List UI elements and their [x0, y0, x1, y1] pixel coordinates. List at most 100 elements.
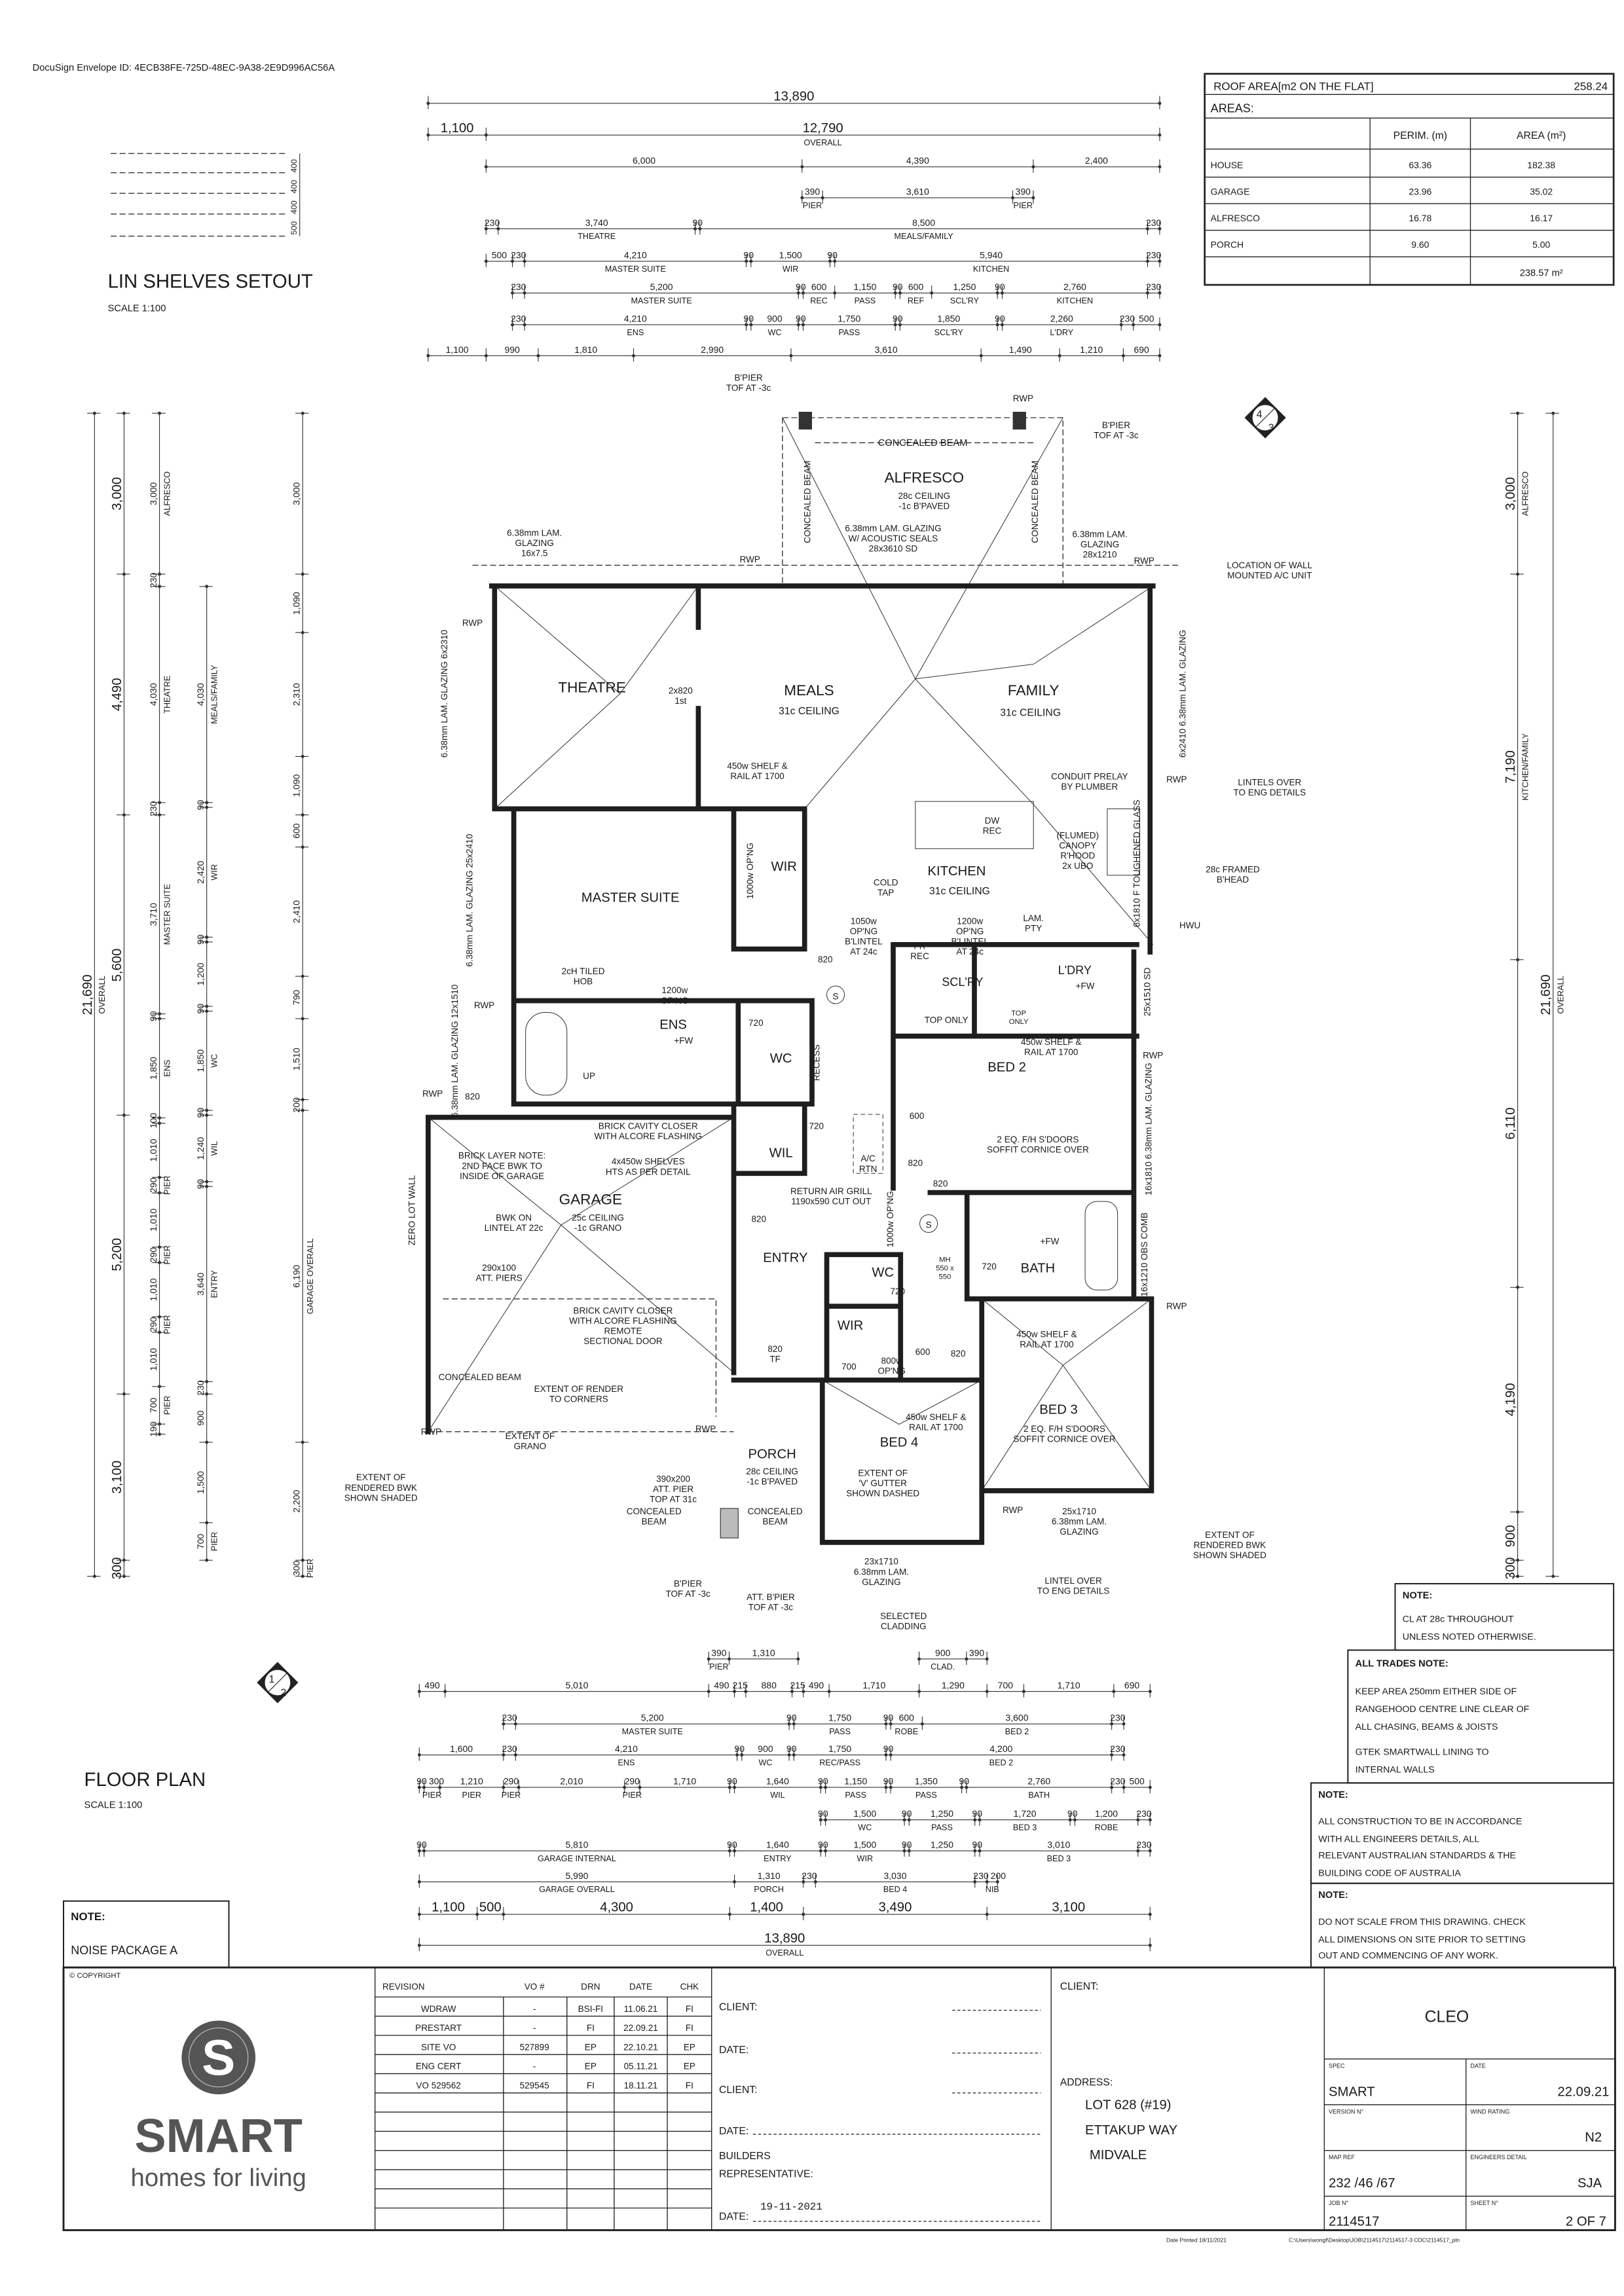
annotation-line: RTN: [859, 1164, 877, 1174]
revision-cell: FI: [686, 2081, 693, 2090]
dimension-value: 900: [195, 1410, 206, 1426]
plan-annotation: RWP: [695, 1424, 716, 1434]
dimension-value: 600: [811, 282, 827, 292]
dimension-node: [301, 1108, 304, 1112]
dimension-node: [1068, 1818, 1072, 1822]
annotation-line: B'LINTEL: [845, 936, 883, 946]
annotation-line: RWP: [421, 1427, 441, 1436]
room-label: WIR: [771, 860, 796, 874]
dimension-node: [889, 1753, 893, 1757]
dimension-node: [917, 1690, 921, 1694]
annotation-line: 16x1810 6.38mm LAM. GLAZING: [1144, 1063, 1154, 1195]
annotation-line: RWP: [1003, 1505, 1023, 1515]
annotation-line: GLAZING: [515, 538, 553, 548]
annotation-line: PTY: [1025, 923, 1042, 933]
section-ref-top: 4: [1257, 409, 1263, 420]
section-marker-4-3[interactable]: 4 3: [1244, 397, 1286, 439]
note-line: DO NOT SCALE FROM THIS DRAWING. CHECK: [1318, 1917, 1526, 1927]
dimension-value: 1,750: [828, 1743, 851, 1754]
dimension-value: 5,200: [110, 1238, 124, 1271]
room-label: SCL'RY: [942, 975, 983, 989]
dimension-node: [1516, 1575, 1520, 1578]
annotation-line: 450w SHELF &: [1021, 1037, 1081, 1047]
dimension-node: [122, 1392, 126, 1396]
dimension-node: [158, 1385, 162, 1389]
annotation-line: TOP AT 31c: [650, 1495, 697, 1504]
annotation-line: SOFFIT CORNICE OVER: [987, 1144, 1089, 1154]
date-value: 22.09.21: [1558, 2085, 1610, 2099]
dimension-node: [122, 572, 126, 576]
note-title: NOTE:: [1318, 1790, 1348, 1800]
dimension-label: THEATRE: [162, 676, 172, 714]
dimension-value: 690: [1124, 1680, 1140, 1690]
dimension-value: 490: [714, 1680, 729, 1690]
annotation-line: 720: [809, 1121, 824, 1131]
dimension-value: 1,010: [148, 1348, 158, 1371]
dimension-node: [417, 1943, 421, 1947]
dimension-node: [205, 1184, 209, 1188]
dimension-value: 90: [786, 1713, 797, 1723]
plan-annotation: 25x1510 SD: [1142, 968, 1152, 1017]
room-label: GARAGE: [559, 1192, 622, 1208]
dimension-label: OVERALL: [98, 975, 107, 1013]
annotation-line: GARAGE: [559, 1192, 622, 1208]
dimension-value: 90: [416, 1840, 427, 1850]
annotation-line: 800w: [881, 1356, 903, 1366]
dimension-node: [802, 1880, 805, 1884]
dimension-node: [985, 1657, 989, 1661]
dimension-node: [426, 133, 430, 137]
dimension-value: 500: [1130, 1776, 1145, 1787]
dimension-label: KITCHEN: [973, 264, 1009, 274]
annotation-line: CONCEALED BEAM: [439, 1372, 521, 1382]
dimension-value: 230: [1120, 313, 1135, 323]
dimension-node: [484, 259, 488, 263]
dimension-label: ENS: [618, 1758, 635, 1767]
dimension-node: [158, 1191, 162, 1195]
dimension-value: 990: [504, 344, 520, 355]
dimension-node: [985, 1880, 989, 1884]
dimension-value: 2,990: [701, 344, 724, 355]
annotation-line: BED 3: [1039, 1403, 1078, 1417]
address-line: LOT 628 (#19): [1085, 2098, 1171, 2113]
plan-annotation: 31c CEILING: [779, 706, 840, 717]
annotation-line: RAIL AT 1700: [730, 771, 784, 781]
dimension-node: [158, 801, 162, 805]
dimension-value: 90: [818, 1776, 828, 1787]
annotation-line: GRANO: [514, 1442, 547, 1451]
annotation-line: RWP: [740, 555, 760, 564]
section-marker-1-2[interactable]: 1 2: [257, 1662, 299, 1704]
dimension-value: 290: [148, 1317, 158, 1332]
dimension-node: [792, 1753, 796, 1757]
plan-annotation: 6x2410 6.38mm LAM. GLAZING: [1177, 630, 1187, 757]
plan-annotation: 1000w OP'NG: [885, 1191, 895, 1247]
dimension-label: PIER: [162, 1245, 172, 1264]
plan-annotation: 28c CEILING-1c B'PAVED: [898, 491, 951, 511]
revision-cell: BSI-FI: [578, 2004, 603, 2014]
version-label: VERSION N°: [1329, 2108, 1364, 2115]
annotation-line: RWP: [422, 1089, 443, 1099]
annotation-line: 28c CEILING: [898, 491, 951, 501]
dimension-label: WIR: [783, 264, 799, 274]
dimension-node: [1110, 1785, 1114, 1789]
annotation-line: CONDUIT PRELAY: [1051, 771, 1128, 781]
plan-annotation: 820: [951, 1349, 966, 1358]
annotation-line: MASTER SUITE: [581, 890, 680, 905]
dimension-node: [513, 1753, 517, 1757]
annotation-line: 450w SHELF &: [727, 761, 787, 771]
dimension-node: [973, 1818, 977, 1822]
dimension-node: [1145, 259, 1149, 263]
annotation-line: SECTIONAL DOOR: [583, 1336, 663, 1346]
dimension-value: 4,200: [989, 1743, 1012, 1754]
dimension-label: PASS: [855, 296, 876, 305]
dimension-label: PORCH: [754, 1885, 784, 1894]
dimension-node: [930, 291, 934, 295]
dimension-value: 215: [733, 1680, 748, 1690]
dimension-value: 190: [148, 1421, 158, 1437]
dimension-node: [205, 585, 209, 589]
dimension-node: [122, 1113, 126, 1117]
